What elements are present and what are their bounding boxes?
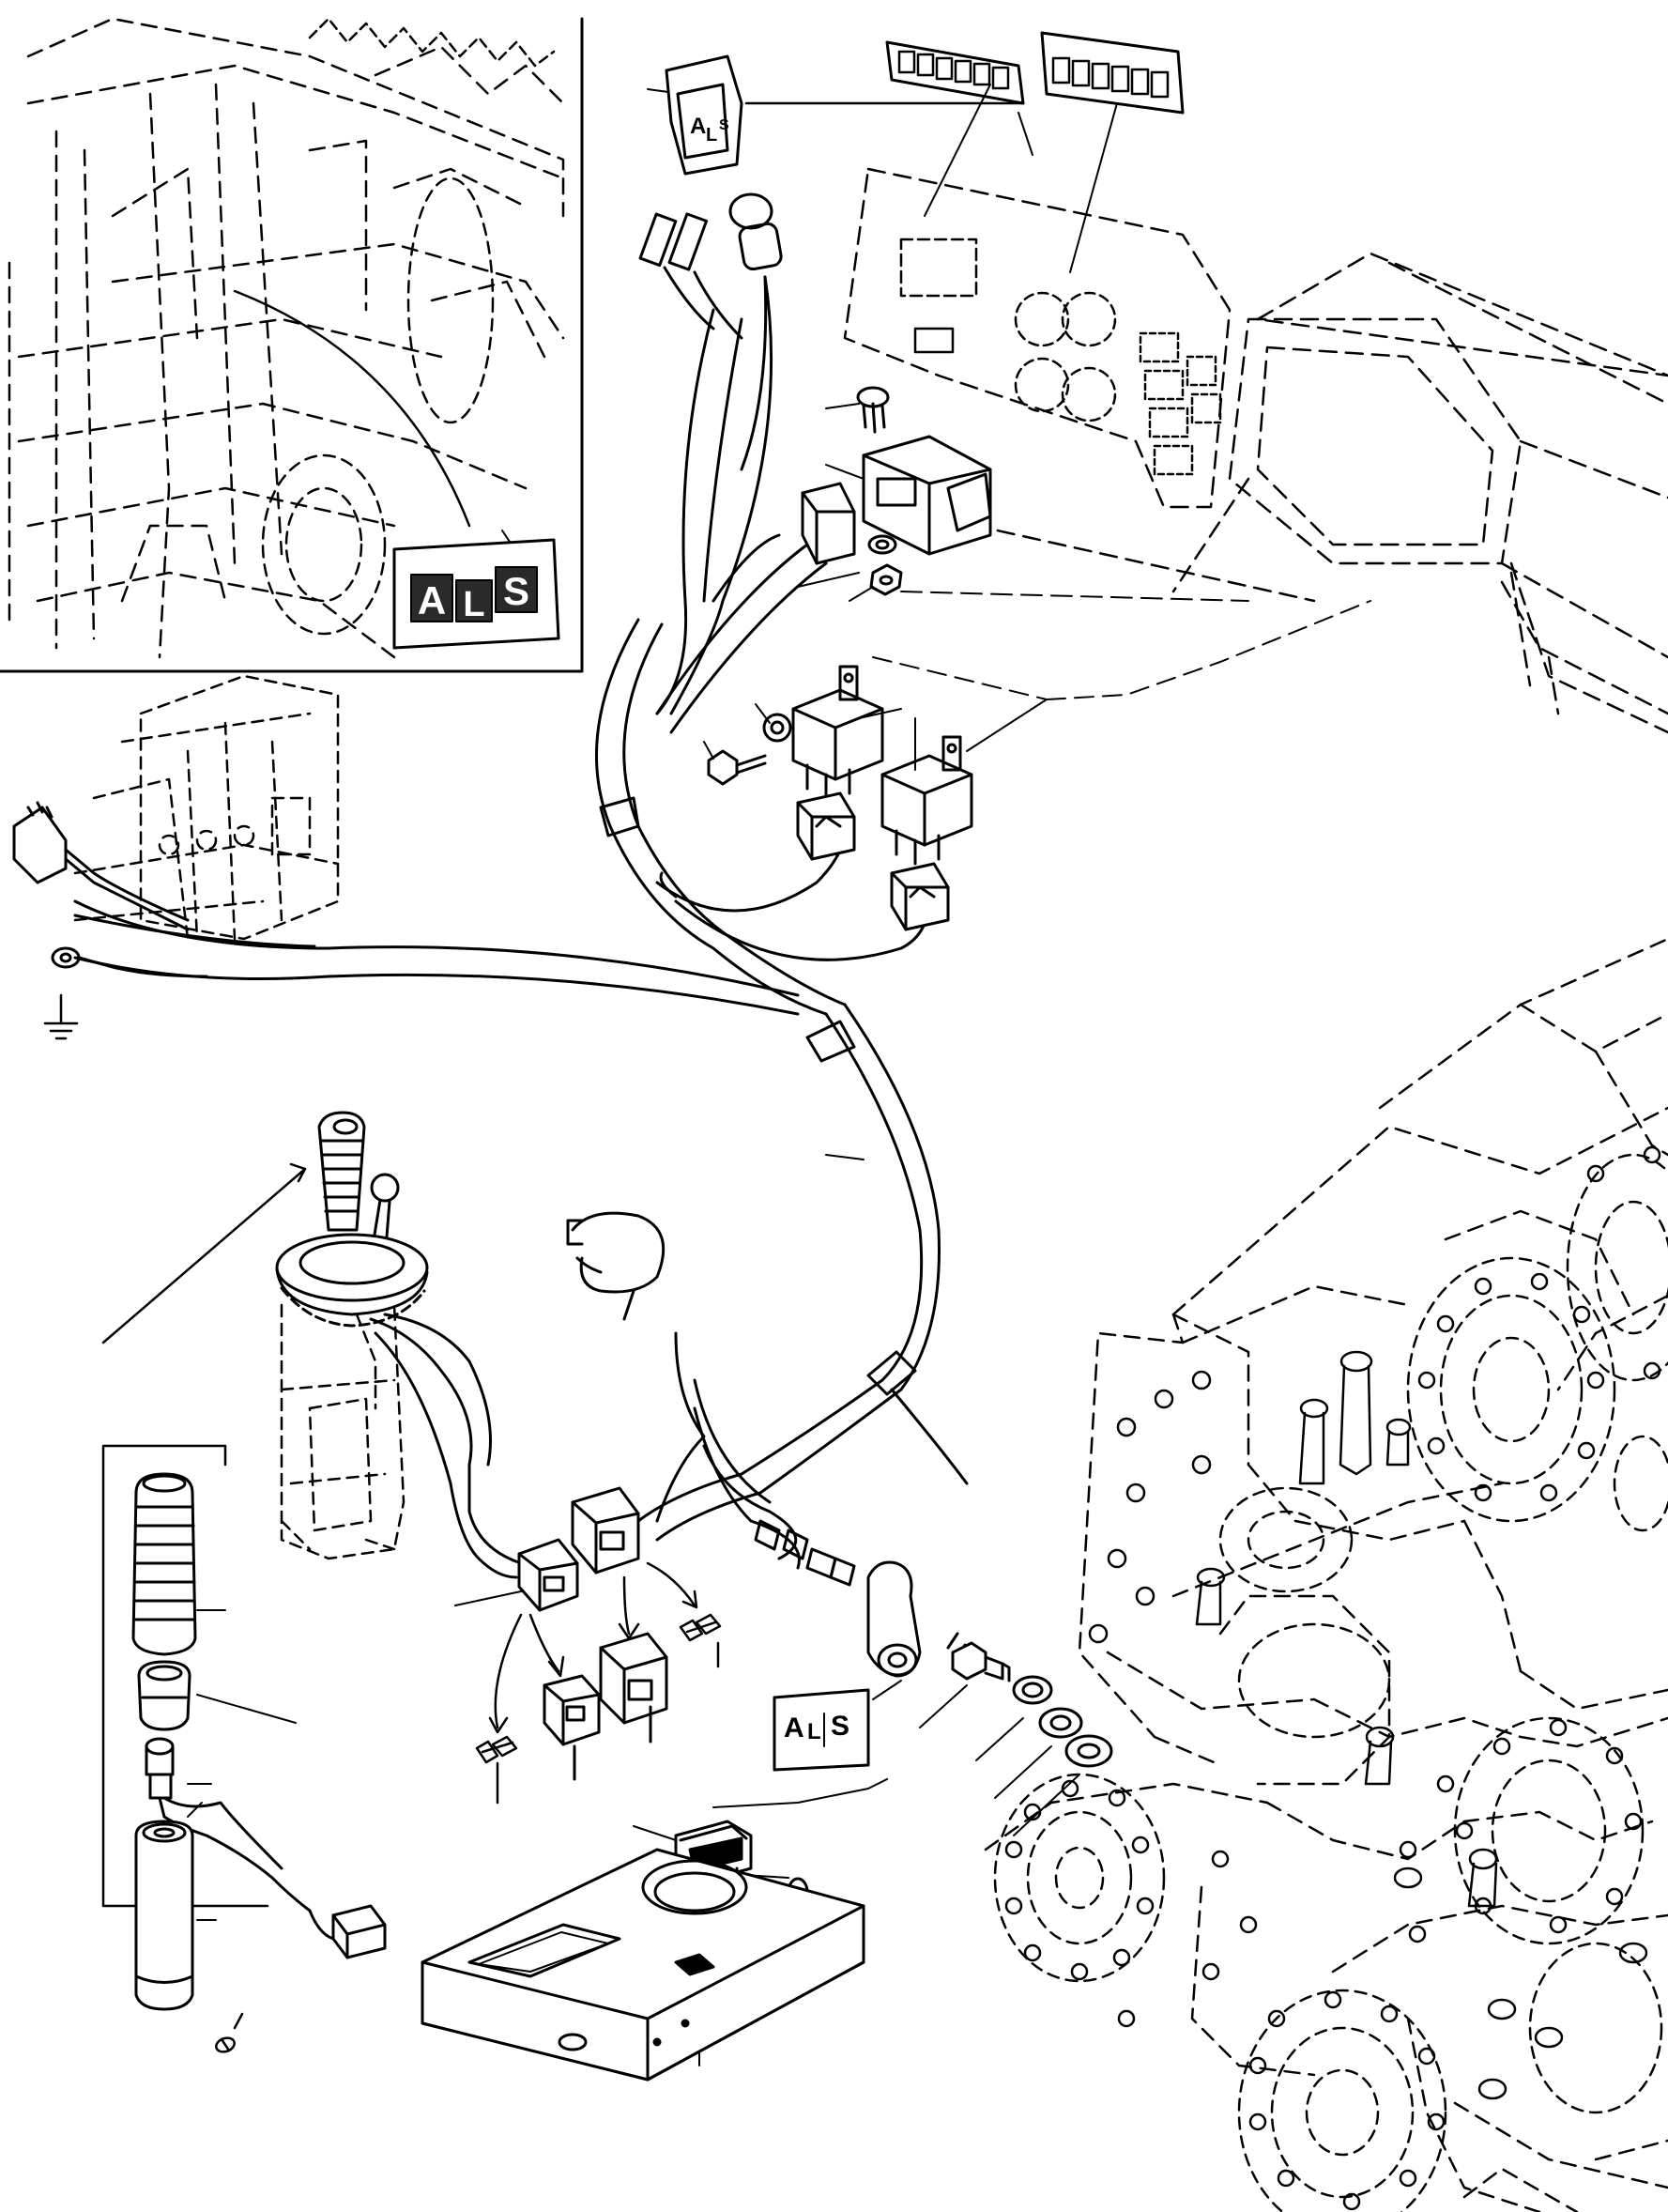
valve-connector [12,801,190,931]
inset-decal-letter-a: A [418,578,446,622]
leader-connector-a [454,1590,522,1606]
switch-decal: A L S [773,1688,870,1772]
joystick-housing-dashed [280,1303,406,1560]
exploded-grip-bracket [101,1162,307,1908]
ground-symbol-icon [43,993,79,1040]
bolt-top [856,386,890,434]
terminal-small-2 [679,1613,722,1668]
spade-terminals-top [638,212,743,340]
instrument-panel [843,167,1668,734]
bolt-washer-relay [707,713,792,786]
grip-sleeve [134,1820,194,2011]
inset-als-decal: A L S [392,538,560,650]
top-small-connector: A L S [647,54,743,176]
inset-machine-outline [8,17,565,659]
relay-leader-dashed-a [872,656,1048,700]
pressure-switch [946,1632,1011,1682]
relay-1 [791,665,884,800]
panel-gauges [899,238,1222,476]
leader-strip-right [1069,102,1118,273]
leader-flasher [825,464,865,480]
relay-leader-dashed [1046,600,1371,700]
transmission-studs [1195,1350,1648,2100]
leader-harness [825,1154,865,1160]
connector-bottom-b [599,1632,668,1743]
terminal-small-1 [475,1735,518,1805]
connector-bottom-a [543,1674,601,1781]
washer-nut-top [867,534,903,596]
relay-leader-b [966,699,1048,752]
grip-boot [131,1472,197,1656]
relay-socket-top [801,482,856,565]
cable-clamp [566,1211,666,1321]
transmission-flanges [993,1153,1668,2212]
grip-nut [137,1660,191,1731]
flasher-relay [862,435,992,556]
inset-sawtooth [308,17,556,68]
leader-bolt [825,403,860,409]
leader-grip-nut [196,1694,297,1724]
leader-washer [797,572,860,588]
washer-1 [1012,1675,1053,1705]
top-connector-letter-l: L [706,125,717,146]
joystick-wires [369,1313,523,1579]
switch-decal-letter-a: A [784,1713,804,1743]
switch-console [421,1848,865,2081]
leader-switch-decal [712,1778,888,1808]
leader-grip-switch-b [187,1802,203,1818]
leader-nut [849,586,874,602]
transmission-bolts [1004,1145,1661,2211]
transmission-dashed [984,937,1668,2212]
leader-strip-a [1018,112,1033,156]
inset-decal-letter-l: L [463,585,484,624]
relay-2 [880,735,973,866]
inset-view: A L S [0,17,584,673]
indicator-strip-left [885,40,1025,105]
top-connector-letter-s: S [719,117,729,133]
leader-relay-1 [858,708,902,719]
grip-plug [308,1904,387,1959]
joystick-lever [275,1111,429,1328]
round-connector-top [728,192,783,271]
inset-hub [261,177,495,636]
leader-washer-2 [994,1745,1052,1799]
inset-decal-letter-s: S [503,569,529,613]
indicator-strip-right [1040,31,1185,115]
valve-block-dashed [73,674,340,941]
wire-harness [73,275,969,1570]
ground-strap-dashed [900,591,1249,602]
leader-strip-left [924,84,991,217]
grip-setscrew [215,2012,244,2053]
leader-rocker [633,1825,677,1841]
ring-terminal [51,946,208,978]
leader-washer-relay [755,703,771,724]
rubber-boot [866,1560,922,1678]
leader-boot [872,1680,902,1700]
relay-socket-2 [890,862,950,931]
switch-decal-letter-l: L [807,1719,821,1744]
inset-cable [233,289,471,528]
leader-pressure-switch [919,1684,968,1728]
washer-3 [1064,1734,1113,1768]
connector-mid-a [517,1538,579,1612]
leader-washer-1 [975,1717,1024,1761]
relay-socket-1 [796,791,856,861]
switch-decal-letter-s: S [831,1711,849,1742]
callout-arrows [488,1561,698,1734]
washer-2 [1038,1707,1083,1739]
top-connector-letter-a: A [690,114,706,139]
leader-bolt-relay [703,741,714,760]
spade-terminals-lower [754,1519,856,1587]
connector-mid-b [571,1486,640,1575]
